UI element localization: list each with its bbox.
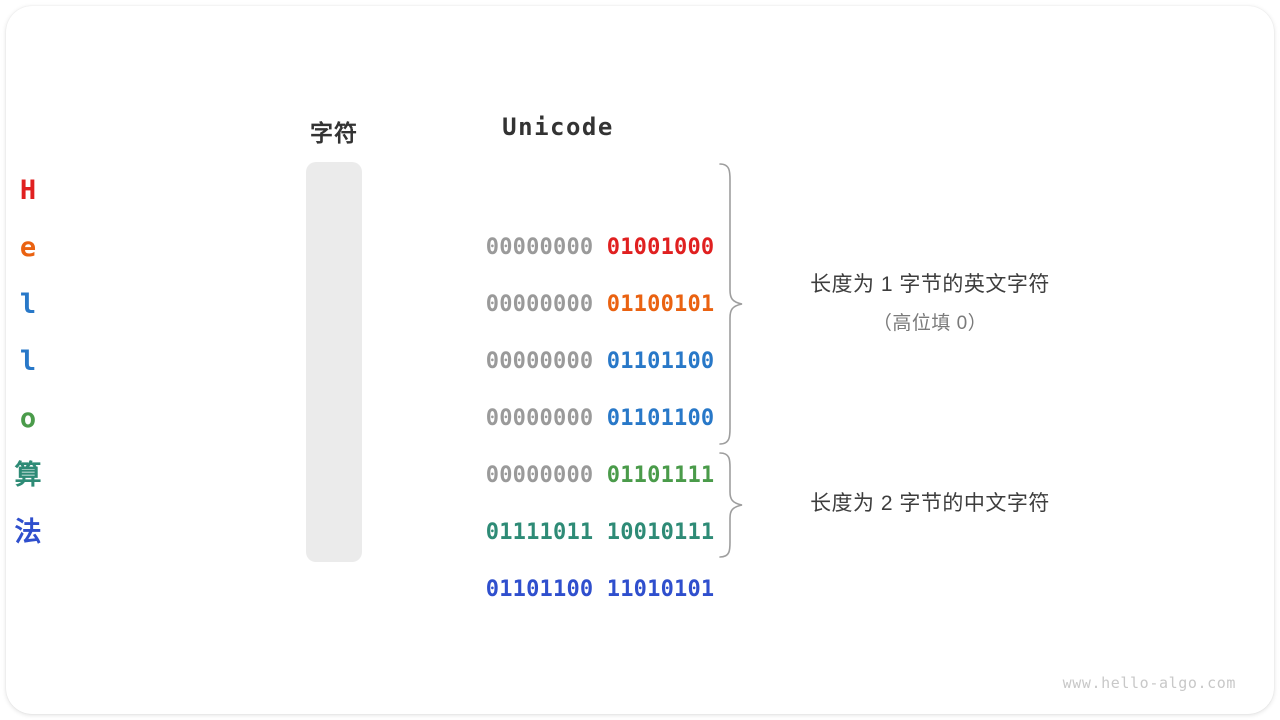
binary-row-0: 00000000 01001000 [432,162,714,260]
character-cell-2: l [19,289,37,320]
binary-low-byte-2: 01101100 [606,349,715,374]
binary-high-byte-3: 00000000 [485,406,594,431]
binary-high-byte-1: 00000000 [485,292,594,317]
binary-high-byte-6: 01101100 [485,577,594,602]
character-cell-6: 法 [14,517,42,548]
binary-row-4: 00000000 01101111 [432,390,714,488]
binary-high-byte-0: 00000000 [485,235,594,260]
binary-low-byte-6: 11010101 [606,577,715,602]
column-header-character: 字符 [310,120,358,146]
character-column-background [306,162,362,562]
annotation-chinese-line1: 长度为 2 字节的中文字符 [810,492,1050,515]
binary-row-1: 00000000 01100101 [432,219,714,317]
character-cell-5: 算 [14,460,42,491]
annotation-english-line2: （高位填 0） [872,313,988,334]
binary-low-byte-4: 01101111 [606,463,715,488]
character-cell-0: H [19,175,37,206]
annotation-chinese: 长度为 2 字节的中文字符 [760,487,1100,517]
binary-high-byte-5: 01111011 [485,520,594,545]
binary-low-byte-3: 01101100 [606,406,715,431]
annotation-english-line1: 长度为 1 字节的英文字符 [810,273,1050,296]
binary-row-2: 00000000 01101100 [432,276,714,374]
binary-low-byte-1: 01100101 [606,292,715,317]
character-cell-4: o [19,403,37,434]
character-cell-3: l [19,346,37,377]
watermark-url: www.hello-algo.com [1062,674,1236,692]
binary-row-5: 01111011 10010111 [432,447,714,545]
binary-low-byte-0: 01001000 [606,235,715,260]
figure-card [6,6,1274,714]
binary-high-byte-4: 00000000 [485,463,594,488]
binary-low-byte-5: 10010111 [606,520,715,545]
character-cell-1: e [19,232,37,263]
column-header-unicode: Unicode [502,113,614,141]
binary-row-6: 01101100 11010101 [432,504,714,602]
binary-row-3: 00000000 01101100 [432,333,714,431]
annotation-english: 长度为 1 字节的英文字符 （高位填 0） [760,268,1100,335]
binary-gap-6 [593,577,606,602]
binary-high-byte-2: 00000000 [485,349,594,374]
